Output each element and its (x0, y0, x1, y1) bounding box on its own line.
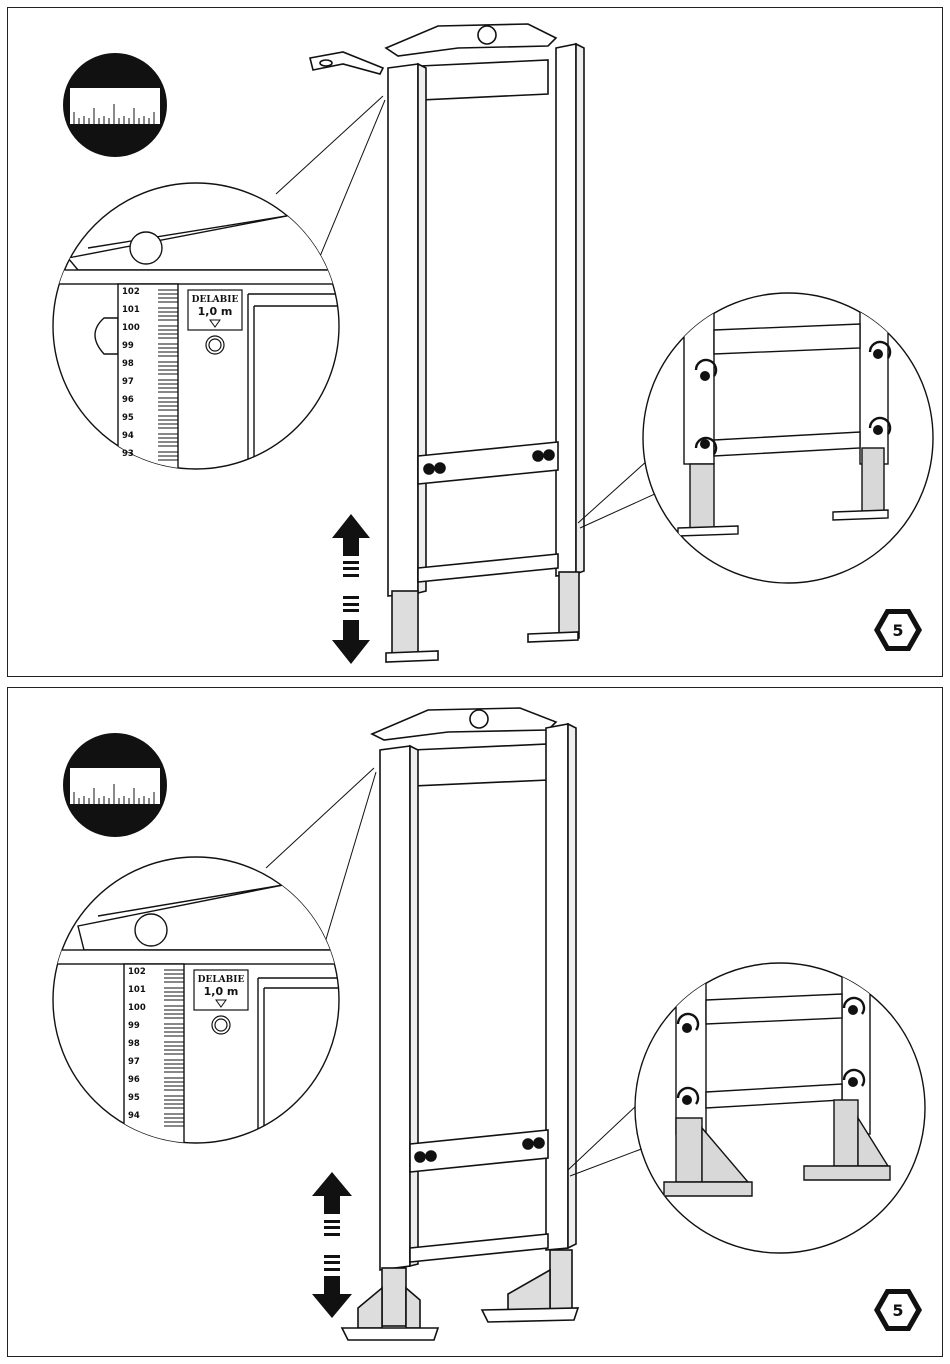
hexagon-step-badge: 5 (874, 609, 922, 651)
brand-label: DELABIE (192, 295, 239, 305)
scale-mark: 95 (122, 413, 134, 423)
zoom-detail-bolts (643, 288, 933, 583)
scale-mark: 98 (128, 1039, 140, 1049)
ruler-icon (63, 53, 167, 157)
scale-mark: 100 (128, 1003, 146, 1013)
scale-mark: 97 (128, 1057, 140, 1067)
scale-mark: 101 (122, 305, 140, 315)
scale-mark: 98 (122, 359, 134, 369)
hexagon-step-badge: 5 (874, 1289, 922, 1331)
diagram-bottom: 102 101 100 99 98 97 96 95 94 DELABIE 1,… (8, 688, 944, 1358)
scale-mark: 102 (128, 967, 146, 977)
zoom-detail-bolts (635, 958, 925, 1253)
panel-top: 102 101 100 99 98 97 96 95 94 93 DELABIE… (7, 7, 943, 677)
scale-mark: 96 (128, 1075, 140, 1085)
zoom-detail-height: 102 101 100 99 98 97 96 95 94 DELABIE 1,… (48, 857, 348, 1164)
scale-mark: 101 (128, 985, 146, 995)
scale-mark: 102 (122, 287, 140, 297)
step-number: 5 (892, 621, 903, 640)
brand-label: DELABIE (198, 975, 245, 985)
up-down-arrow-icon (312, 1172, 352, 1318)
zoom-detail-height: 102 101 100 99 98 97 96 95 94 93 DELABIE… (48, 183, 348, 484)
scale-mark: 94 (128, 1111, 140, 1121)
scale-mark: 99 (122, 341, 134, 351)
ruler-icon (63, 733, 167, 837)
up-down-arrow-icon (332, 514, 370, 664)
step-number: 5 (892, 1301, 903, 1320)
scale-mark: 94 (122, 431, 134, 441)
frame-assembly (342, 708, 578, 1340)
scale-mark: 93 (122, 449, 134, 459)
diagram-top: 102 101 100 99 98 97 96 95 94 93 DELABIE… (8, 8, 944, 678)
height-label: 1,0 m (204, 985, 239, 998)
scale-mark: 96 (122, 395, 134, 405)
panel-bottom: 102 101 100 99 98 97 96 95 94 DELABIE 1,… (7, 687, 943, 1357)
scale-mark: 95 (128, 1093, 140, 1103)
scale-mark: 97 (122, 377, 134, 387)
scale-mark: 99 (128, 1021, 140, 1031)
scale-mark: 100 (122, 323, 140, 333)
height-label: 1,0 m (198, 305, 233, 318)
frame-assembly (310, 24, 584, 662)
